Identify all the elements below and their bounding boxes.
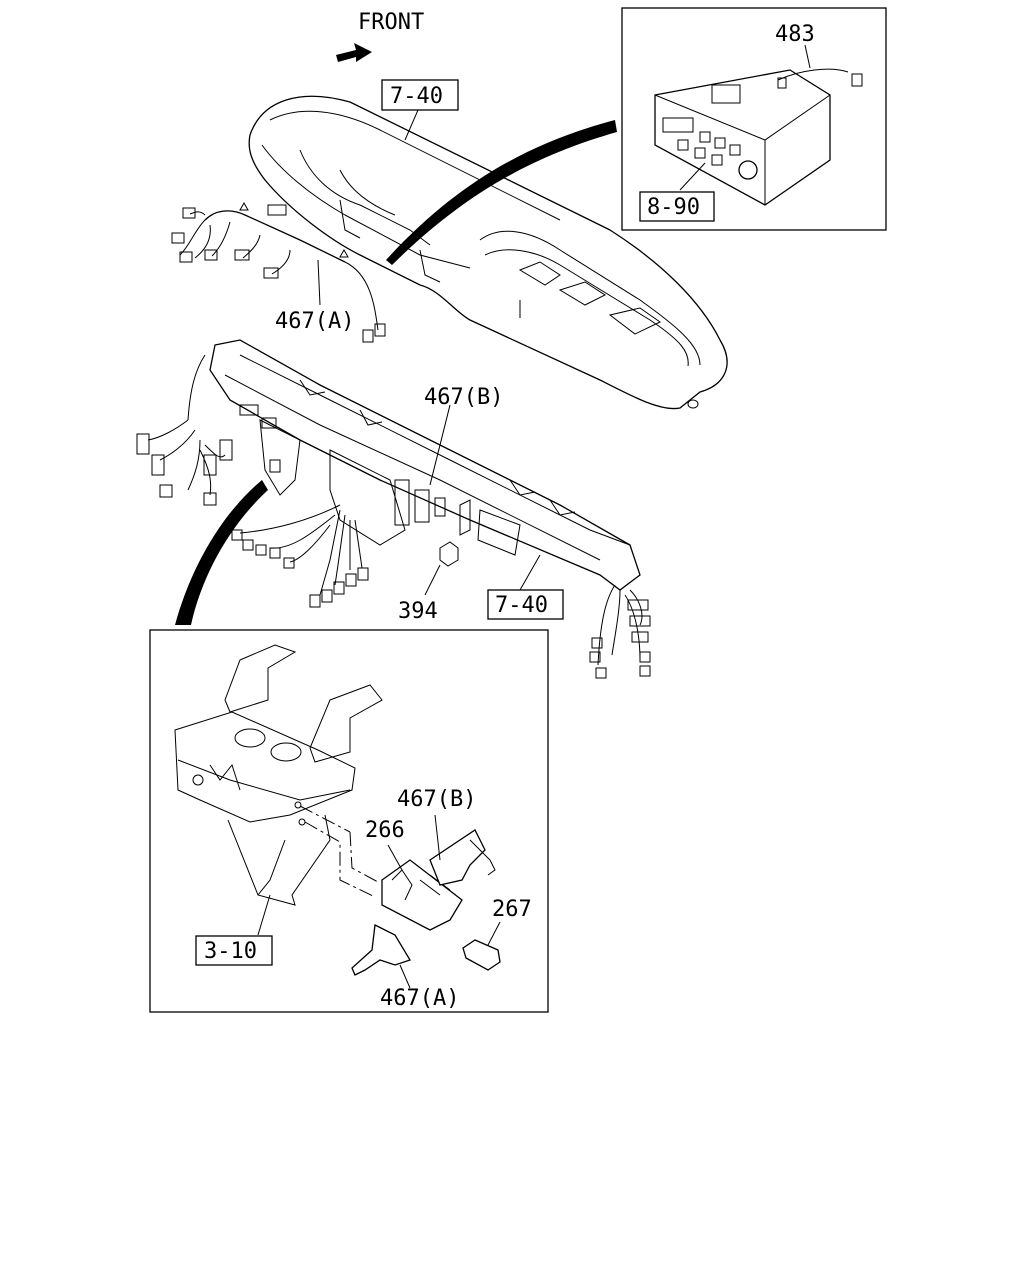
ref-7-40-mid-label: 7-40 bbox=[495, 593, 548, 618]
callout-part-467b-inset: 467(B) bbox=[397, 787, 476, 812]
callout-part-266: 266 bbox=[365, 818, 405, 843]
part-467a-top-label: 467(A) bbox=[275, 309, 354, 334]
callout-part-267: 267 bbox=[492, 897, 532, 922]
callout-part-467b-mid: 467(B) bbox=[424, 385, 503, 410]
front-indicator: FRONT bbox=[336, 10, 424, 62]
callout-part-483: 483 bbox=[775, 22, 815, 47]
part-267-label: 267 bbox=[492, 897, 532, 922]
ref-7-40-top-label: 7-40 bbox=[390, 84, 443, 109]
part-467a-inset-label: 467(A) bbox=[380, 986, 459, 1011]
callout-part-467a-top: 467(A) bbox=[275, 309, 354, 334]
bracket-inset bbox=[149, 629, 549, 1013]
ref-3-10-label: 3-10 bbox=[204, 939, 257, 964]
callout-ref-7-40-top: 7-40 bbox=[381, 79, 459, 141]
callout-arrow-bracket bbox=[175, 480, 268, 625]
part-394-label: 394 bbox=[398, 599, 438, 624]
front-label: FRONT bbox=[358, 10, 424, 35]
part-266-label: 266 bbox=[365, 818, 405, 843]
callout-arrow-radio bbox=[386, 120, 617, 265]
wire-harness-467a-top bbox=[171, 201, 386, 343]
callout-part-394: 394 bbox=[398, 564, 441, 624]
radio-inset bbox=[621, 7, 887, 231]
front-arrow-icon bbox=[336, 43, 372, 62]
callout-ref-3-10: 3-10 bbox=[195, 935, 273, 966]
instrument-panel bbox=[248, 95, 728, 410]
part-467b-mid-label: 467(B) bbox=[424, 385, 503, 410]
crossbeam-assembly bbox=[136, 339, 651, 679]
callout-ref-8-90: 8-90 bbox=[639, 191, 715, 222]
callout-ref-7-40-mid: 7-40 bbox=[487, 554, 564, 620]
part-467b-inset-label: 467(B) bbox=[397, 787, 476, 812]
part-483-label: 483 bbox=[775, 22, 815, 47]
ref-8-90-label: 8-90 bbox=[647, 195, 700, 220]
callout-part-467a-inset: 467(A) bbox=[380, 986, 459, 1011]
